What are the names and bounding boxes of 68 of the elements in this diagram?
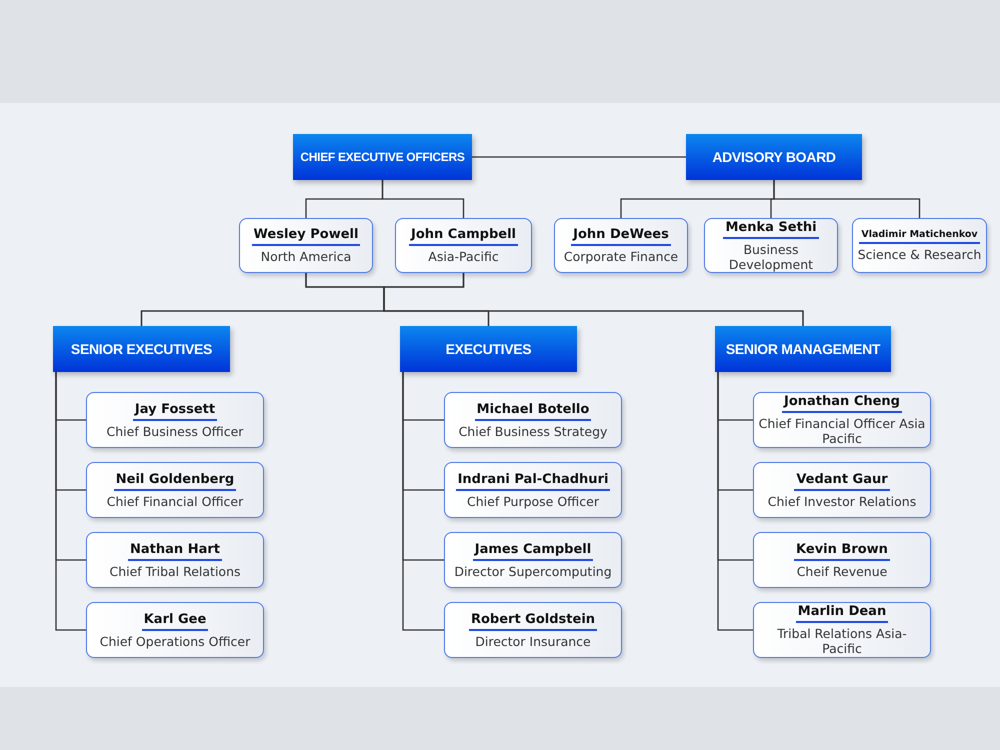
job-title: Science & Research	[858, 247, 982, 262]
person-name: Kevin Brown	[794, 542, 890, 560]
person-name: Robert Goldstein	[468, 612, 598, 630]
group-header	[686, 134, 862, 180]
group-header	[53, 326, 230, 372]
person-card	[753, 602, 931, 658]
group-title: ADVISORY BOARD	[712, 149, 836, 165]
job-title: Director Supercomputing	[454, 564, 612, 578]
person-card	[444, 462, 622, 518]
job-title: North America	[260, 249, 352, 264]
connector-line	[402, 372, 444, 631]
group-header	[715, 326, 891, 372]
group-title: CHIEF EXECUTIVE OFFICERS	[300, 150, 465, 164]
person-name: Karl Gee	[142, 612, 208, 630]
person-name: Wesley Powell	[252, 227, 360, 246]
job-title: Chief Tribal Relations	[109, 564, 241, 578]
job-title: Cheif Revenue	[796, 564, 888, 578]
job-title: Chief Business Strategy	[458, 424, 608, 438]
person-card	[239, 218, 373, 273]
person-name: Vladimir Matichenkov	[859, 229, 980, 244]
person-card	[444, 392, 622, 448]
person-card	[444, 602, 622, 658]
job-title: Chief Financial Officer	[106, 494, 244, 508]
connector-line	[773, 180, 920, 218]
job-title: Corporate Finance	[564, 249, 678, 264]
person-name: Neil Goldenberg	[114, 472, 236, 490]
group-title: SENIOR EXECUTIVES	[70, 341, 212, 357]
person-card	[395, 218, 532, 273]
job-title: Chief Investor Relations	[768, 494, 916, 508]
job-title: Business Development	[728, 242, 814, 272]
connector-line	[717, 372, 753, 631]
person-name: John Campbell	[408, 227, 518, 246]
person-name: Michael Botello	[474, 402, 592, 420]
job-title: Chief Purpose Officer	[467, 494, 599, 508]
person-name: Indrani Pal-Chadhuri	[456, 472, 610, 490]
job-title: Asia-Pacific	[428, 249, 499, 264]
person-card	[86, 602, 264, 658]
person-card	[554, 218, 688, 273]
job-title: Chief Financial Officer Asia Pacific	[758, 416, 926, 446]
person-name: Jonathan Cheng	[782, 394, 902, 413]
person-card	[86, 532, 264, 588]
connector-line	[383, 273, 804, 326]
group-title: EXECUTIVES	[446, 341, 532, 357]
person-card	[753, 392, 931, 448]
person-card	[704, 218, 838, 273]
person-name: John DeWees	[571, 227, 671, 246]
person-name: Marlin Dean	[796, 604, 888, 623]
person-name: Nathan Hart	[128, 542, 222, 560]
job-title: Chief Business Officer	[106, 424, 244, 438]
person-card	[753, 532, 931, 588]
person-name: Jay Fossett	[132, 402, 218, 420]
person-name: James Campbell	[472, 542, 594, 560]
group-title: SENIOR MANAGEMENT	[726, 341, 880, 357]
person-card	[852, 218, 987, 273]
person-card	[753, 462, 931, 518]
person-name: Vedant Gaur	[794, 472, 890, 490]
person-name: Menka Sethi	[723, 220, 819, 238]
group-header	[400, 326, 577, 372]
job-title: Chief Operations Officer	[100, 634, 250, 648]
job-title: Tribal Relations Asia-Pacific	[776, 626, 908, 656]
connector-line	[382, 180, 464, 218]
person-card	[86, 392, 264, 448]
connector-line	[55, 372, 86, 631]
person-card	[444, 532, 622, 588]
connector-line	[472, 156, 686, 158]
job-title: Director Insurance	[475, 634, 591, 648]
person-card	[86, 462, 264, 518]
group-header	[293, 134, 472, 180]
